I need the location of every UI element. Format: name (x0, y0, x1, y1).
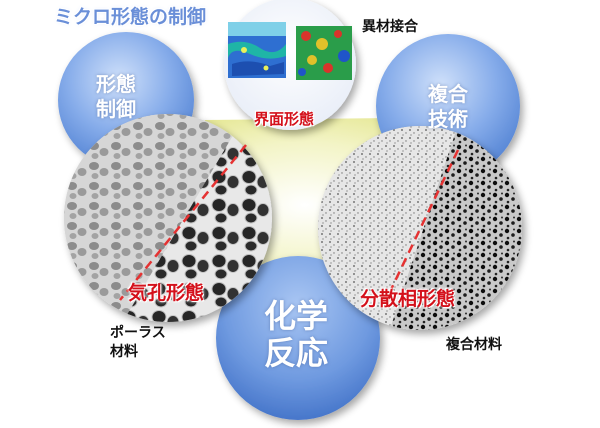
label-composite-material: 複合材料 (446, 337, 502, 353)
dispersed-divider-line (384, 149, 460, 301)
label-line: 反応 (264, 333, 329, 372)
label-line: 複合 (428, 82, 468, 106)
label-line: 形態 (96, 72, 136, 96)
caption-dispersed: 分散相形態 (360, 288, 456, 310)
label-dissimilar-joining: 異材接合 (362, 19, 418, 35)
label-morphology-control: 形態 制御 (96, 72, 136, 122)
circle-chemical-reaction (216, 256, 380, 420)
interface-image-right (296, 26, 352, 80)
label-line: 化学 (264, 297, 329, 335)
interface-image-left (228, 22, 286, 78)
label-chemical-reaction: 化学 反応 (264, 298, 328, 372)
label-porous-material: ポーラス 材料 (110, 324, 166, 362)
label-line: 制御 (96, 97, 136, 121)
caption-interface: 界面形態 (254, 110, 315, 128)
pore-morphology-image (64, 114, 272, 322)
dispersed-phase-image (318, 126, 522, 330)
label-composite-technology: 複合 技術 (428, 82, 468, 132)
caption-pore: 気孔形態 (128, 282, 205, 304)
label-line: 技術 (428, 107, 468, 131)
label-line: ポーラス (110, 325, 166, 341)
diagram-title: ミクロ形態の制御 (54, 6, 207, 28)
label-line: 材料 (110, 343, 138, 360)
pore-divider-line (119, 144, 247, 301)
